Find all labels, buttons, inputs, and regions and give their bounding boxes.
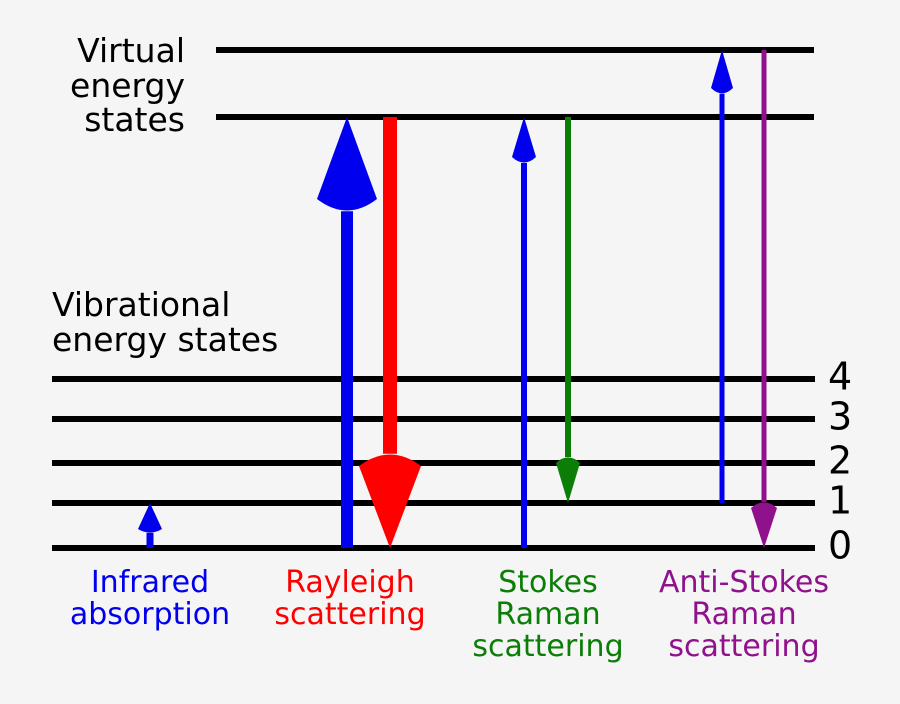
anti-stokes-excitation-arrow-head [711, 50, 733, 94]
anti-stokes-raman-scattering-label-line-1: Anti-Stokes [659, 565, 829, 600]
rayleigh-emission-arrow [359, 117, 421, 548]
stokes-emission-arrow-shaft [565, 117, 571, 457]
vibrational-level-number-3: 3 [828, 395, 852, 439]
anti-stokes-emission-arrow-head [751, 502, 777, 548]
infrared-absorption-arrow [138, 503, 162, 548]
virtual-label-line2: energy [70, 66, 185, 105]
stokes-raman-scattering-label-line-1: Stokes [498, 565, 598, 600]
infrared-absorption-arrow-shaft [146, 532, 154, 548]
virtual-energy-states-label: Virtual energy states [70, 31, 185, 139]
transition-arrow-group [138, 50, 777, 549]
stokes-excitation-arrow-shaft [521, 163, 527, 548]
vibrational-level-number-0: 0 [828, 524, 852, 568]
stokes-raman-scattering-label-line-2: Raman [495, 597, 600, 632]
anti-stokes-raman-scattering-label-line-3: scattering [668, 629, 819, 664]
anti-stokes-raman-scattering-label-line-2: Raman [691, 597, 796, 632]
stokes-emission-arrow [556, 117, 580, 503]
infrared-absorption-label-line-2: absorption [70, 597, 230, 632]
infrared-absorption-arrow-head [138, 503, 162, 533]
stokes-emission-arrow-head [556, 457, 580, 503]
virtual-energy-state-lines [216, 47, 814, 120]
rayleigh-scattering-label-line-2: scattering [274, 597, 425, 632]
stokes-raman-scattering-label-line-3: scattering [472, 629, 623, 664]
vibrational-level-number-1: 1 [828, 479, 852, 523]
anti-stokes-emission-arrow [751, 50, 777, 548]
rayleigh-excitation-arrow-head [317, 117, 377, 211]
vibrational-energy-states-label: Vibrational energy states [52, 285, 278, 359]
rayleigh-excitation-arrow-shaft [341, 211, 353, 549]
vibrational-level-number-2: 2 [828, 439, 852, 483]
anti-stokes-excitation-arrow-shaft [719, 93, 725, 503]
rayleigh-emission-arrow-head [359, 454, 421, 548]
vibrational-label-line1: Vibrational [52, 285, 230, 324]
rayleigh-emission-arrow-shaft [383, 117, 397, 454]
stokes-excitation-arrow [512, 117, 536, 548]
rayleigh-scattering-label-line-1: Rayleigh [285, 565, 415, 600]
rayleigh-excitation-arrow [317, 117, 377, 549]
anti-stokes-emission-arrow-shaft [761, 50, 767, 502]
vibrational-label-line2: energy states [52, 320, 278, 359]
stokes-excitation-arrow-head [512, 117, 536, 163]
vibrational-level-number-4: 4 [828, 355, 852, 399]
infrared-absorption-label-line-1: Infrared [91, 565, 209, 600]
anti-stokes-excitation-arrow [711, 50, 733, 503]
process-label-group: InfraredabsorptionRayleighscatteringStok… [70, 565, 829, 664]
virtual-label-line1: Virtual [77, 31, 185, 70]
virtual-label-line3: states [84, 100, 185, 139]
